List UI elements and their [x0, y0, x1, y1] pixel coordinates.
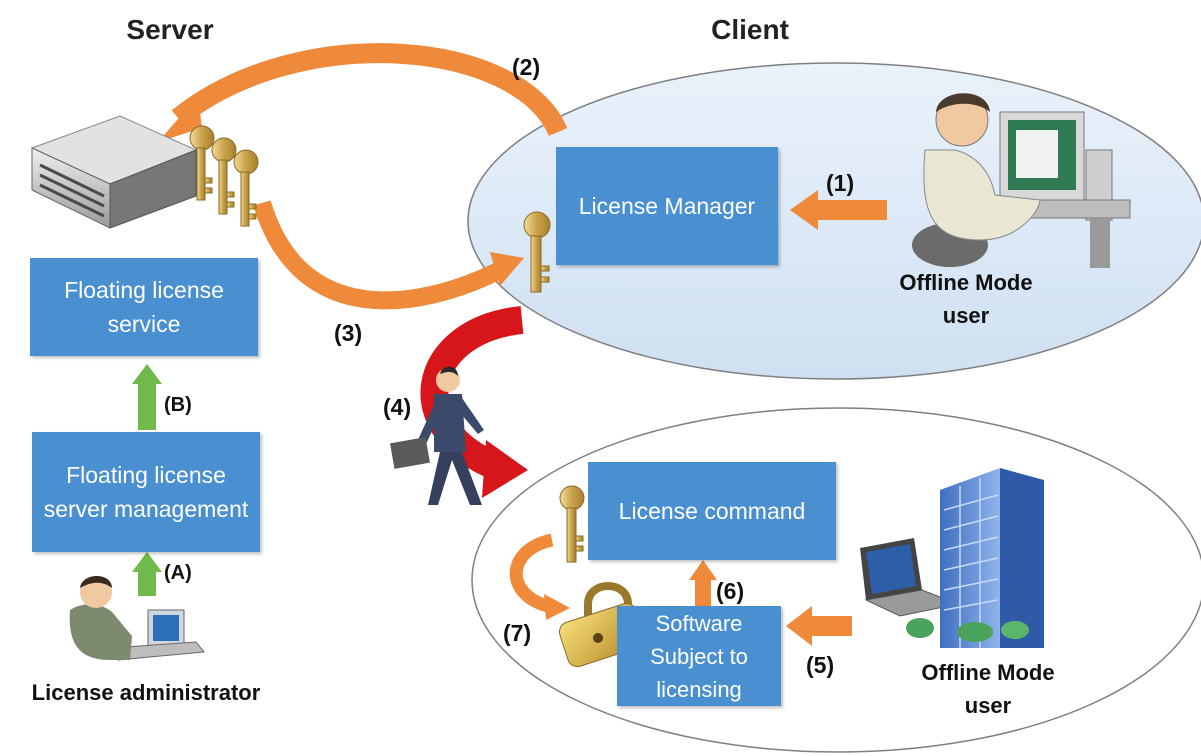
offline-mode-user-caption-bottom: Offline Mode user — [921, 660, 1055, 718]
walking-man-icon — [390, 366, 484, 505]
arrow-step-6 — [689, 560, 717, 606]
key-icon — [559, 485, 585, 563]
key-icon — [523, 211, 551, 293]
client-ellipse-bottom — [471, 407, 1201, 753]
step-label-5: (5) — [806, 652, 835, 678]
client-header: Client — [711, 14, 789, 45]
step-label-6: (6) — [716, 578, 745, 604]
step-label-4: (4) — [383, 394, 412, 420]
step-label-3: (3) — [334, 320, 363, 346]
license-administrator-caption: License administrator — [31, 680, 261, 705]
laptop-icon — [860, 538, 960, 617]
software-subject-box: Software Subject to licensing — [617, 606, 781, 706]
server-icon — [30, 115, 198, 229]
license-command-box: License command — [588, 462, 836, 560]
license-manager-box: License Manager — [556, 147, 778, 265]
step-label-2: (2) — [512, 54, 541, 80]
arrow-step-4 — [420, 306, 528, 498]
arrow-step-2 — [158, 43, 568, 142]
floating-license-server-management-box: Floating license server management — [32, 432, 260, 552]
arrow-step-1 — [790, 190, 887, 230]
arrow-step-7 — [509, 533, 570, 620]
admin-user-icon — [69, 576, 205, 661]
step-label-1: (1) — [826, 170, 855, 196]
server-header: Server — [126, 14, 214, 45]
office-building-icon — [906, 468, 1044, 648]
step-label-a: (A) — [164, 562, 192, 584]
step-label-7: (7) — [503, 620, 532, 646]
step-label-b: (B) — [164, 394, 192, 416]
arrow-step-a — [132, 552, 162, 596]
arrow-step-b — [132, 364, 162, 430]
arrow-step-3 — [253, 200, 524, 310]
floating-license-service-box: Floating license service — [30, 258, 258, 356]
office-worker-icon — [912, 93, 1131, 268]
key-icon — [189, 125, 259, 227]
offline-mode-user-caption-top: Offline Mode user — [899, 270, 1033, 328]
arrow-step-5 — [786, 606, 852, 646]
